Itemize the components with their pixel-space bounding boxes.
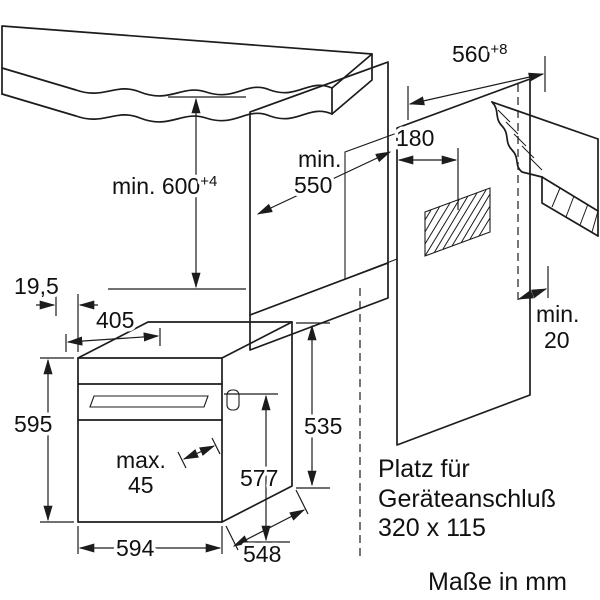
dim-connection-offset	[397, 148, 459, 210]
dim-niche-height	[108, 96, 246, 290]
countertop-left	[1, 25, 373, 123]
dim-appliance-width-label: 594	[116, 535, 155, 561]
connection-cutout-hatch	[424, 187, 491, 257]
dim-appliance-width	[77, 526, 223, 554]
dim-niche-height-label: min. 600+4	[112, 173, 217, 199]
dim-appliance-depth	[225, 489, 309, 551]
note-units: Maße in mm	[428, 568, 567, 596]
dim-niche-depth-value: 550	[294, 172, 332, 198]
dim-rear-gap-value: 20	[544, 327, 570, 353]
dim-door-protrusion	[177, 437, 221, 469]
dim-top-inset	[36, 294, 98, 352]
dim-connection-offset-label: 180	[396, 125, 434, 151]
connection-note-line2: Geräteanschluß	[378, 485, 556, 513]
dim-top-depth	[65, 328, 161, 352]
dim-niche-depth	[256, 151, 392, 215]
note-connection-space: Platz für Geräteanschluß 320 x 115	[378, 455, 556, 542]
dim-niche-width	[407, 56, 546, 120]
oven-door-handle	[89, 395, 209, 408]
dim-door-protrusion-value: 45	[128, 472, 154, 498]
dim-rear-gap	[517, 266, 549, 300]
oven-body	[77, 321, 293, 523]
dim-rear-gap-prefix: min.	[536, 301, 579, 327]
dim-top-inset-label: 19,5	[14, 273, 59, 299]
dim-niche-depth-prefix: min.	[298, 146, 341, 172]
connection-note-line1: Platz für	[378, 455, 470, 483]
countertop-right	[491, 101, 599, 237]
dim-appliance-depth-label: 548	[243, 541, 281, 567]
oven-latch	[226, 389, 240, 411]
dim-door-protrusion-prefix: max.	[116, 447, 166, 473]
connection-note-line3: 320 x 115	[378, 514, 486, 542]
dim-rear-height	[296, 322, 330, 489]
dim-appliance-height-label: 595	[14, 411, 52, 437]
torn-edge	[491, 101, 543, 178]
dim-appliance-height	[40, 357, 74, 523]
dim-rear-height-label: 535	[304, 413, 342, 439]
dim-front-height-label: 577	[240, 465, 278, 491]
dim-top-depth-label: 405	[96, 307, 134, 333]
dim-niche-width-label: 560+8	[452, 41, 507, 67]
